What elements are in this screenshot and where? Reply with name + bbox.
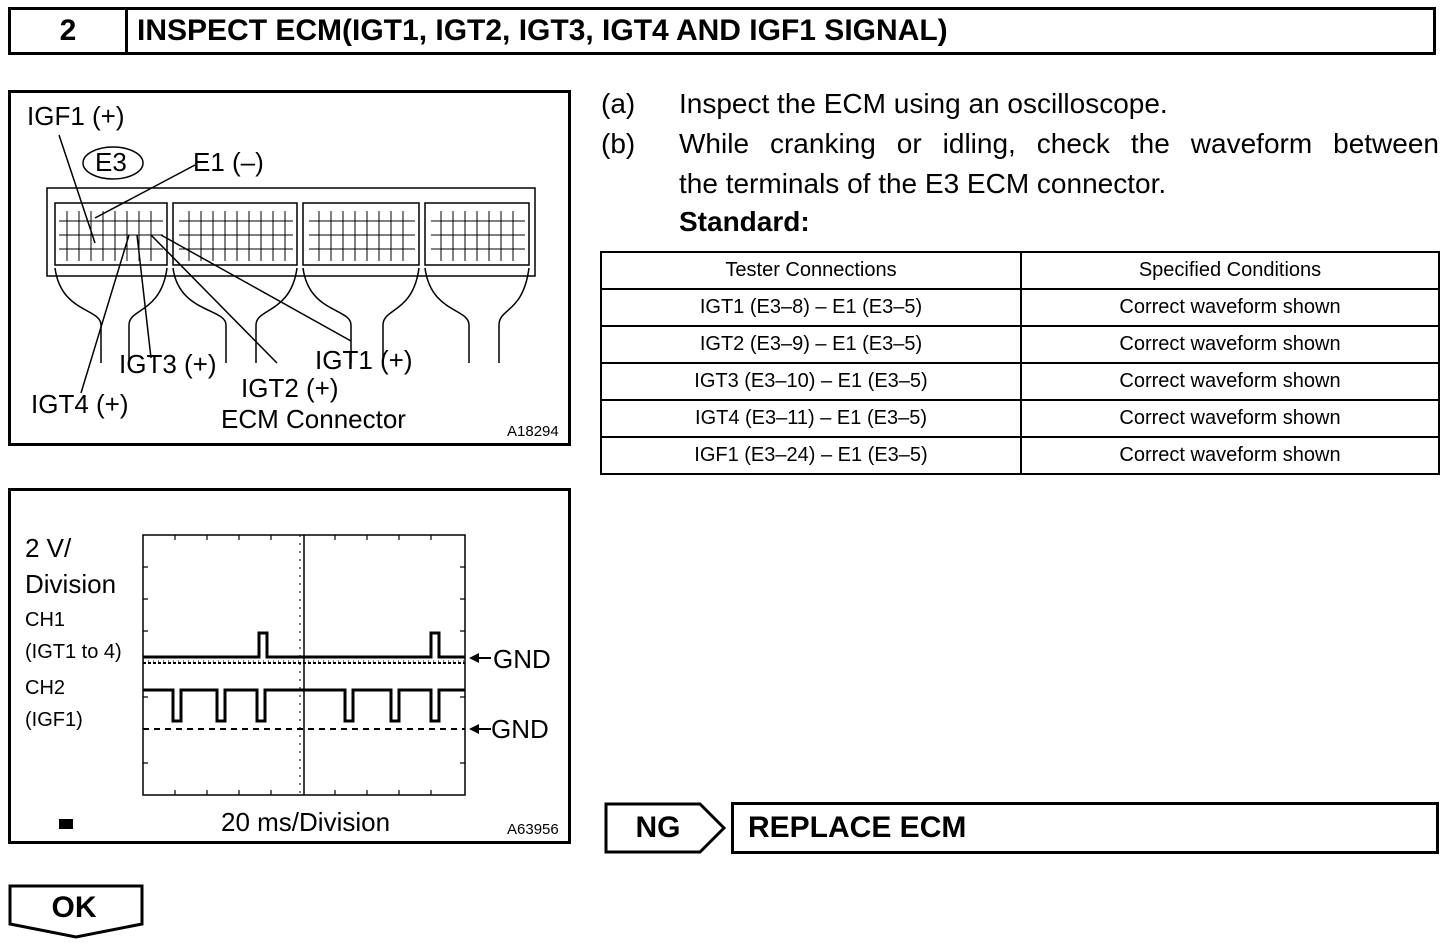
column-header: Specified Conditions xyxy=(1020,251,1440,290)
step-a-label: (a) xyxy=(601,88,636,119)
ok-label: OK xyxy=(51,891,97,924)
step-a-text: Inspect the ECM using an oscilloscope. xyxy=(679,88,1168,119)
tester-connection-cell: IGT4 (E3–11) – E1 (E3–5) xyxy=(600,399,1022,438)
ecm-connector-drawing xyxy=(46,134,536,394)
igf1-label: IGF1 (+) xyxy=(27,101,125,131)
igt2-label: IGT2 (+) xyxy=(241,373,339,403)
step-b-text-line1: While cranking or idling, check the wave… xyxy=(679,128,1439,159)
table-row: IGT3 (E3–10) – E1 (E3–5) Correct wavefor… xyxy=(600,362,1440,401)
ok-arrow-shape xyxy=(8,884,144,939)
table-row: IGF1 (E3–24) – E1 (E3–5) Correct wavefor… xyxy=(600,436,1440,475)
waveform-figure: 2 V/ Division CH1 (IGT1 to 4) CH2 (IGF1)… xyxy=(8,488,571,844)
tester-connection-cell: IGT1 (E3–8) – E1 (E3–5) xyxy=(600,288,1022,327)
igt1-label: IGT1 (+) xyxy=(315,345,413,375)
gnd1-label: GND xyxy=(493,644,551,674)
step-b-label: (b) xyxy=(601,128,636,159)
e3-label: E3 xyxy=(95,147,127,177)
igt4-label: IGT4 (+) xyxy=(31,389,129,419)
connector-figure: IGF1 (+) E3 E1 (–) IGT3 (+) IGT1 (+) IGT… xyxy=(8,90,571,446)
scale-v-line2: Division xyxy=(25,569,117,599)
ng-label: NG xyxy=(635,811,681,844)
ng-arrow-shape xyxy=(604,802,727,854)
ng-arrow[interactable]: NG xyxy=(604,802,727,854)
oscilloscope-graph xyxy=(59,534,491,829)
table-header-row: Tester Connections Specified Conditions xyxy=(600,251,1440,290)
figure-id: A63956 xyxy=(507,821,559,838)
tester-connection-cell: IGF1 (E3–24) – E1 (E3–5) xyxy=(600,436,1022,475)
scale-v-line1: 2 V/ xyxy=(25,533,72,563)
table-row: IGT1 (E3–8) – E1 (E3–5) Correct waveform… xyxy=(600,288,1440,327)
ng-result-box: REPLACE ECM xyxy=(731,802,1439,854)
ok-arrow[interactable]: OK xyxy=(8,884,144,940)
table-row: IGT4 (E3–11) – E1 (E3–5) Correct wavefor… xyxy=(600,399,1440,438)
gnd2-label: GND xyxy=(491,714,549,744)
step-title: INSPECT ECM(IGT1, IGT2, IGT3, IGT4 AND I… xyxy=(137,14,948,47)
ng-action-text: REPLACE ECM xyxy=(748,811,967,844)
e1-label: E1 (–) xyxy=(193,147,264,177)
specified-condition-cell: Correct waveform shown xyxy=(1020,362,1440,401)
ch2-label: CH2 xyxy=(25,677,66,699)
ch1-desc: (IGT1 to 4) xyxy=(25,641,122,663)
specified-condition-cell: Correct waveform shown xyxy=(1020,436,1440,475)
specified-condition-cell: Correct waveform shown xyxy=(1020,325,1440,364)
tester-connection-cell: IGT2 (E3–9) – E1 (E3–5) xyxy=(600,325,1022,364)
spec-table: Tester Connections Specified Conditions … xyxy=(600,251,1440,475)
step-b-text-line2: the terminals of the E3 ECM connector. xyxy=(679,168,1167,199)
step-header: 2 INSPECT ECM(IGT1, IGT2, IGT3, IGT4 AND… xyxy=(8,7,1436,55)
specified-condition-cell: Correct waveform shown xyxy=(1020,399,1440,438)
column-header: Tester Connections xyxy=(600,251,1022,290)
specified-condition-cell: Correct waveform shown xyxy=(1020,288,1440,327)
ecm-connector-label: ECM Connector xyxy=(221,404,406,434)
table-row: IGT2 (E3–9) – E1 (E3–5) Correct waveform… xyxy=(600,325,1440,364)
standard-label: Standard: xyxy=(679,206,810,237)
tester-connection-cell: IGT3 (E3–10) – E1 (E3–5) xyxy=(600,362,1022,401)
ch1-label: CH1 xyxy=(25,609,66,631)
time-scale-label: 20 ms/Division xyxy=(221,807,391,837)
figure-id: A18294 xyxy=(507,423,559,440)
step-number: 2 xyxy=(11,10,128,52)
ch2-desc: (IGF1) xyxy=(25,709,83,731)
igt3-label: IGT3 (+) xyxy=(119,349,217,379)
